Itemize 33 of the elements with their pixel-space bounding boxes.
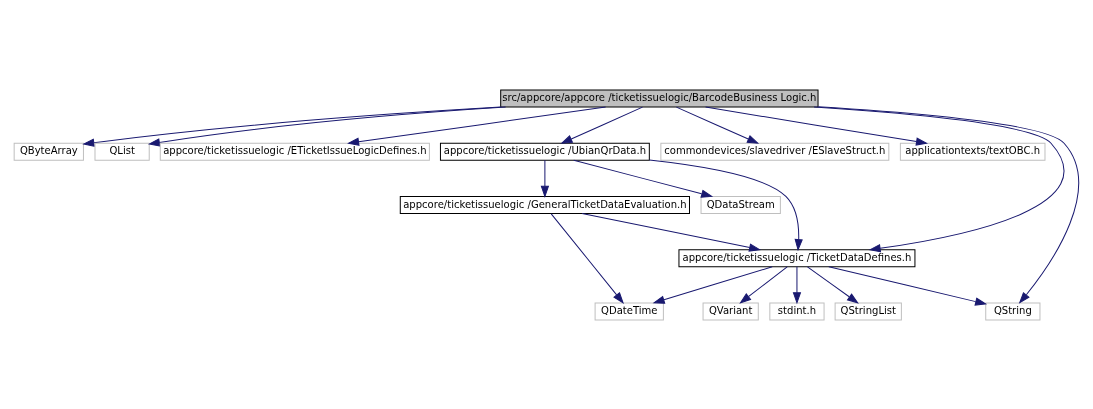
node-box: QByteArray — [13, 142, 84, 161]
node-box: appcore/ticketissuelogic /TicketDataDefines.h — [678, 248, 916, 267]
node-box: applicationtexts/textOBC.h — [899, 142, 1046, 161]
node-box: appcore/ticketissuelogic /ETicketIssueLogicDefines.h — [159, 142, 430, 161]
arrow — [573, 159, 713, 198]
arrow — [83, 106, 502, 147]
arrow — [792, 265, 801, 303]
arrow — [540, 159, 549, 197]
node-box: stdint.h — [769, 301, 825, 320]
arrow — [581, 212, 761, 252]
arrow — [561, 106, 643, 144]
arrow — [740, 265, 788, 303]
node-box: QDataStream — [700, 195, 781, 214]
arrow — [806, 265, 859, 303]
arrow — [817, 105, 1080, 303]
node-box: QStringList — [834, 301, 902, 320]
arrow — [828, 265, 987, 306]
arrow — [148, 106, 507, 146]
arrow — [675, 106, 759, 144]
node-box: appcore/ticketissuelogic /GeneralTicketDataEvaluation.h — [399, 195, 690, 214]
node-box: QVariant — [702, 301, 759, 320]
arrow — [648, 159, 803, 250]
node-box: commondevices/slavedriver /ESlaveStruct.h — [660, 142, 890, 161]
arrow — [705, 106, 927, 146]
node-box: QList — [94, 142, 150, 161]
arrow — [550, 212, 624, 303]
node-box: QString — [985, 301, 1041, 320]
arrow — [813, 106, 1065, 252]
node-box: appcore/ticketissuelogic /UbianQrData.h — [439, 142, 650, 161]
node-box: QDateTime — [594, 301, 664, 320]
arrow — [348, 106, 607, 146]
arrow — [653, 265, 773, 304]
node-box: src/appcore/appcore /ticketissuelogic/BarcodeBusiness Logic.h — [500, 89, 819, 108]
